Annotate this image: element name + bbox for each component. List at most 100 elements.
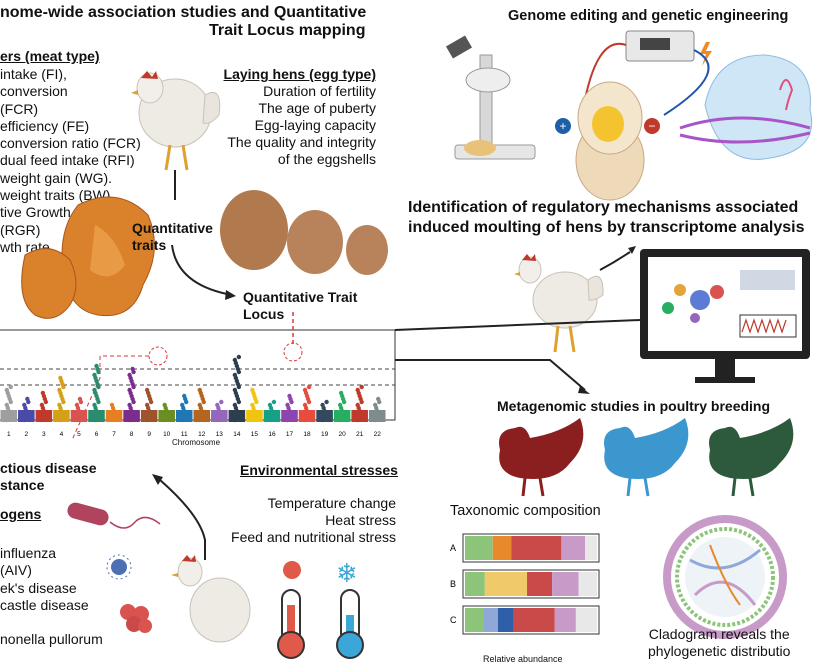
chromosome-tick-label: 2 (25, 431, 29, 438)
cladogram-caption-2: phylogenetic distributio (648, 643, 791, 659)
snp-point (232, 402, 238, 408)
snp-point (4, 402, 9, 408)
chromosome-tick-label: 9 (147, 431, 151, 438)
snp-point (130, 366, 135, 372)
snp-point (285, 402, 290, 408)
snp-point (302, 387, 308, 393)
chromosome-tick-label: 15 (251, 431, 259, 438)
stress-list: Temperature change Heat stress Feed and … (231, 495, 396, 546)
bar-segment (484, 572, 528, 596)
chromosome-tick-label: 11 (181, 431, 188, 438)
snp-point (250, 402, 255, 408)
snp-point (127, 372, 132, 378)
stress-item: Heat stress (325, 512, 396, 528)
snp-point (355, 387, 360, 393)
bar-segment (561, 536, 586, 560)
stress-item: Feed and nutritional stress (231, 529, 396, 545)
metagenomic-title: Metagenomic studies in poultry breeding (497, 398, 771, 414)
snp-point (219, 399, 224, 405)
snp-point (182, 393, 187, 399)
bar-frame (462, 533, 600, 563)
taxonomic-title: Taxonomic composition (450, 503, 601, 519)
broiler-trait: tive Growth (0, 204, 71, 221)
laying-trait: Duration of fertility (263, 83, 376, 99)
snp-point (8, 384, 13, 390)
bar-category-label: C (450, 615, 457, 625)
roast-chicken-icon (21, 196, 155, 319)
microscope-icon (445, 35, 536, 160)
snp-point (92, 372, 97, 378)
snp-point (22, 402, 27, 408)
cladogram-caption-1: Cladogram reveals the (648, 626, 790, 642)
chromosome-tick-label: 4 (60, 431, 64, 438)
chromosome-tick-label: 17 (286, 431, 294, 438)
snp-point (302, 402, 308, 408)
chromosome-band (211, 410, 228, 422)
snp-point (77, 396, 83, 402)
pathogen-item: nonella pullorum (0, 631, 103, 648)
bar-segment (498, 608, 514, 632)
stress-item: Temperature change (267, 495, 396, 511)
genome-editing-title: Genome editing and genetic engineering (508, 8, 789, 24)
hot-thermometer-icon (277, 561, 305, 659)
laying-hens-list: Laying hens (egg type) Duration of ferti… (224, 66, 376, 168)
bar-segment (552, 572, 579, 596)
svg-text:❄: ❄ (336, 559, 358, 589)
chromosome-band (228, 410, 246, 422)
broiler-trait: conversion ratio (FCR) (0, 135, 141, 152)
chromosome-band (298, 410, 316, 422)
broiler-trait: weight traits (BW) (0, 187, 111, 204)
snp-point (320, 402, 325, 408)
snp-point (197, 402, 202, 408)
hen-bottom-icon (171, 555, 251, 643)
chromosome-band (105, 410, 123, 422)
pathogen-list: influenza (AIV) ek's disease castle dise… (0, 545, 103, 648)
regulatory-title-line2: induced moulting of hens by transcriptom… (408, 219, 805, 236)
infectious-label-2: stance (0, 477, 45, 493)
gwas-title-line1: nome-wide association studies and Quanti… (0, 4, 367, 21)
snp-point (197, 387, 202, 393)
bar-segment (483, 608, 498, 632)
snp-point (94, 363, 99, 369)
laying-trait: of the eggshells (277, 151, 376, 167)
bar-category-label: A (450, 543, 456, 553)
chromosome-tick-label: 7 (112, 431, 116, 438)
chromosome-tick-label: 22 (374, 431, 382, 438)
chromosome-tick-label: 5 (77, 431, 81, 438)
broiler-trait: dual feed intake (RFI) (0, 152, 135, 169)
regulatory-title-line1: Identification of regulatory mechanisms … (408, 199, 799, 216)
pathogen-item: castle disease (0, 596, 89, 613)
chromosome-band (316, 410, 333, 422)
relative-abundance-label: Relative abundance (483, 654, 563, 664)
snp-point (57, 402, 62, 408)
cell-cluster-icon (120, 604, 152, 633)
snp-point (250, 387, 255, 393)
bar-segment (585, 536, 597, 560)
snp-point (162, 402, 167, 408)
chromosome-band (0, 410, 18, 422)
infectious-label: ctious disease stance (0, 460, 97, 494)
snp-point (306, 384, 312, 390)
chromosome-band (193, 410, 211, 422)
bar-frame (462, 605, 600, 635)
laying-hens-heading: Laying hens (egg type) (223, 66, 376, 82)
snp-point (232, 387, 238, 393)
snp-point (92, 387, 97, 393)
snp-point (324, 399, 329, 405)
bar-category-label: B (450, 579, 456, 589)
electroporation-icon: + − (555, 30, 712, 201)
pathogens-heading: ogens (0, 506, 42, 522)
snp-point (74, 402, 80, 408)
snp-point (236, 354, 242, 360)
snp-point (359, 384, 364, 390)
snp-point (338, 390, 344, 396)
taxonomic-chart: A B C (450, 533, 600, 635)
snp-point (127, 387, 132, 393)
bar-frame (462, 569, 600, 599)
bar-segment (465, 536, 493, 560)
qt-label-1: Quantitative (132, 220, 213, 236)
broiler-trait: (FCR) (0, 100, 39, 117)
